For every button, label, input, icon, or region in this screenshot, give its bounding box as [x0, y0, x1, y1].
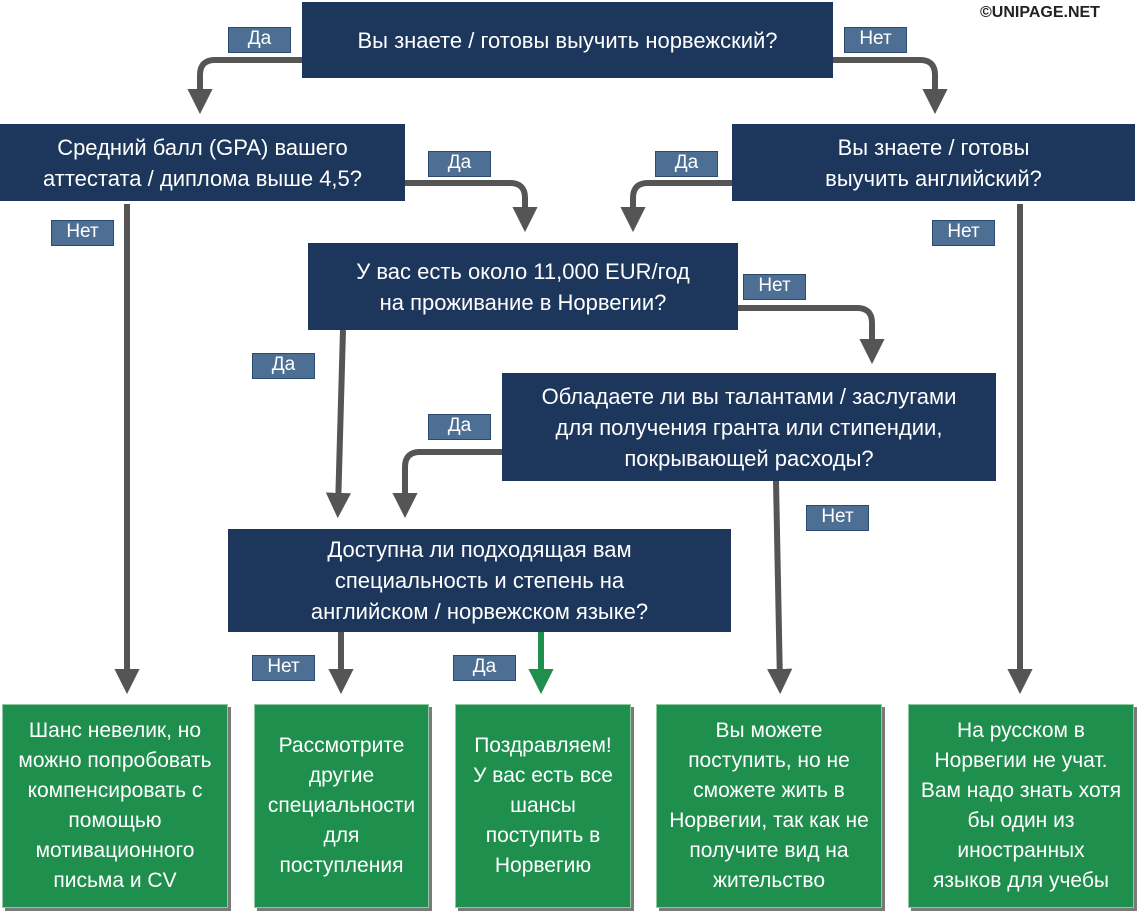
- label-no: Нет: [806, 505, 869, 531]
- result-no-residence-permit: Вы можете поступить, но не сможете жить …: [656, 704, 882, 908]
- copyright-credit: ©UNIPAGE.NET: [980, 4, 1100, 21]
- result-congratulations: Поздравляем! У вас есть все шансы поступ…: [455, 704, 631, 908]
- label-yes: Да: [655, 151, 718, 177]
- label-no: Нет: [844, 27, 907, 53]
- label-no: Нет: [932, 220, 995, 246]
- label-no: Нет: [252, 655, 315, 681]
- label-yes: Да: [428, 414, 491, 440]
- arrow-q1-no-to-q3: [833, 57, 948, 115]
- question-grant-scholarship: Обладаете ли вы талантами / заслугами дл…: [502, 373, 996, 481]
- result-low-chance: Шанс невелик, но можно попробовать компе…: [2, 704, 228, 908]
- arrow-q4-yes-to-q6: [325, 329, 352, 519]
- label-yes: Да: [453, 655, 516, 681]
- arrow-q5-no-to-r4: [767, 480, 793, 695]
- label-no: Нет: [743, 274, 806, 300]
- question-program-language: Доступна ли подходящая вам специальность…: [228, 529, 731, 632]
- result-consider-other-programs: Рассмотрите другие специальности для пос…: [254, 704, 429, 908]
- question-living-budget: У вас есть около 11,000 EUR/год на прожи…: [308, 243, 738, 330]
- question-know-english: Вы знаете / готовы выучить английский?: [732, 124, 1135, 201]
- result-no-russian-teaching: На русском в Норвегии не учат. Вам надо …: [908, 704, 1134, 908]
- question-gpa-above-4-5: Средний балл (GPA) вашего аттестата / ди…: [0, 124, 405, 201]
- arrow-q2-yes-to-q4: [405, 180, 538, 233]
- question-know-norwegian: Вы знаете / готовы выучить норвежский?: [302, 2, 833, 78]
- label-yes: Да: [252, 353, 315, 379]
- arrow-q3-yes-to-q4: [620, 180, 732, 233]
- arrow-q5-yes-to-q6: [392, 449, 502, 519]
- label-yes: Да: [428, 151, 491, 177]
- arrow-q4-no-to-q5: [738, 305, 885, 365]
- arrow-q1-yes-to-q2: [187, 57, 302, 115]
- label-yes: Да: [228, 27, 291, 53]
- label-no: Нет: [51, 220, 114, 246]
